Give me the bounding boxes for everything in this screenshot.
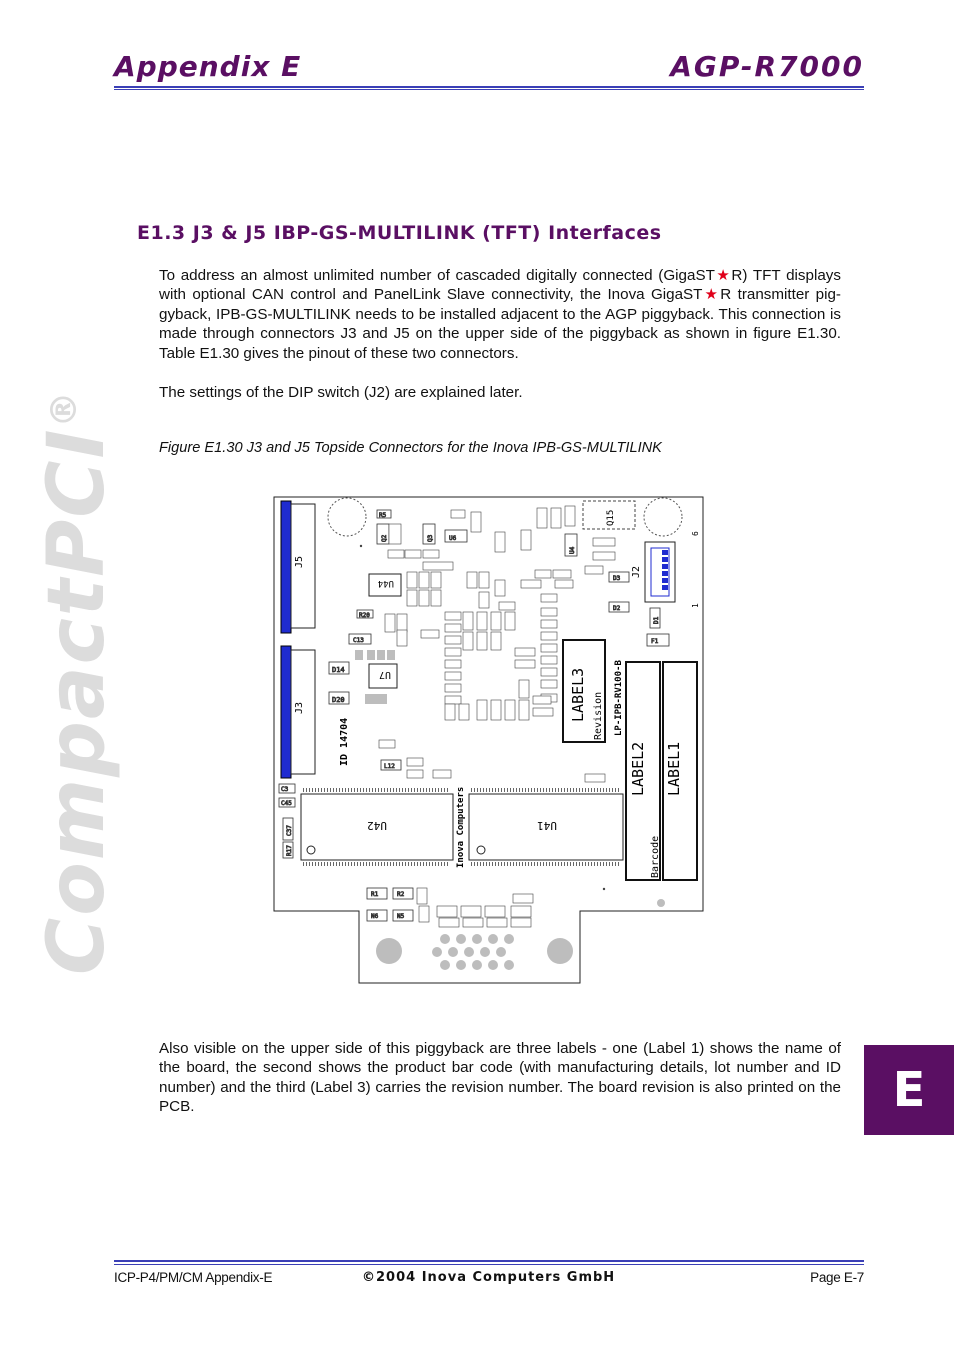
header-product-title: AGP-R7000: [670, 50, 864, 83]
footer-copyright: ©2004 Inova Computers GmbH: [362, 1270, 616, 1285]
l12-label: L12: [384, 763, 395, 770]
header-rule-thin: [114, 89, 864, 90]
pcb-diagram: J5 J3 Q15 J2 6 1 R5 Q2 Q3 U6 U4 D3 D2 D1…: [273, 496, 704, 984]
j5-connector: [280, 500, 292, 634]
label3-text: LABEL3: [569, 668, 587, 722]
q3-label: Q3: [427, 534, 434, 542]
d20-label: D20: [332, 696, 345, 704]
u6-label: U6: [449, 535, 457, 542]
watermark-text: CompactPCI: [32, 427, 122, 975]
footer-rule: [114, 1260, 864, 1262]
label2-text: LABEL2: [629, 742, 647, 796]
c37-label: C37: [286, 825, 293, 836]
c3-label: C3: [281, 786, 289, 793]
watermark-registered-mark: ®: [44, 389, 85, 428]
u4-label: U4: [569, 546, 576, 554]
revision-text: Revision: [593, 692, 604, 740]
n6-label: N6: [371, 913, 379, 920]
u7-label: U7: [379, 669, 391, 680]
label2-box: [625, 661, 661, 881]
dip-pin1-label: 1: [691, 603, 700, 608]
dip-pin6-label: 6: [691, 531, 700, 536]
q15-label: Q15: [606, 510, 616, 526]
u41-chip: [468, 793, 624, 861]
compactpci-watermark: CompactPCI®: [32, 389, 122, 975]
footer-rule-thin: [114, 1264, 864, 1265]
j3-label: J3: [294, 702, 305, 714]
d3-label: D3: [613, 575, 621, 582]
footer-doc-id: ICP-P4/PM/CM Appendix-E: [114, 1270, 273, 1285]
appendix-side-tab: E: [864, 1045, 954, 1135]
u42-chip: [300, 793, 454, 861]
board-id-label: ID 14704: [339, 718, 350, 766]
dip-switch-note: The settings of the DIP switch (J2) are …: [159, 384, 523, 401]
u44-label: U44: [378, 578, 394, 588]
label1-box: [662, 661, 698, 881]
barcode-text: Barcode: [650, 836, 661, 878]
intro-text-a: To address an almost unlimited number of…: [159, 267, 715, 284]
footer-page-number: Page E-7: [810, 1270, 864, 1285]
j5-label: J5: [294, 556, 305, 568]
inova-pcb-text: Inova Computers: [456, 787, 466, 868]
figure-caption: Figure E1.30 J3 and J5 Topside Connector…: [159, 440, 662, 456]
d14-label: D14: [332, 666, 345, 674]
intro-text-c: R transmitter pig-gyback, IPB-GS-MULTILI…: [159, 286, 841, 362]
section-title: E1.3 J3 & J5 IBP-GS-MULTILINK (TFT) Inte…: [137, 222, 662, 244]
gigastar-star-icon: ★: [702, 286, 721, 304]
label1-text: LABEL1: [665, 742, 683, 796]
r17-label: R17: [286, 845, 293, 856]
j3-connector: [280, 645, 292, 779]
d1-label: D1: [653, 616, 660, 624]
q2-label: Q2: [381, 534, 388, 542]
intro-paragraph: To address an almost unlimited number of…: [159, 266, 841, 363]
pcb-revision-text: LP-IPB-RV100-B: [614, 660, 624, 736]
pcb-figure: J5 J3 Q15 J2 6 1 R5 Q2 Q3 U6 U4 D3 D2 D1…: [273, 496, 705, 986]
u42-label: U42: [367, 819, 387, 832]
labels-description-paragraph: Also visible on the upper side of this p…: [159, 1040, 841, 1116]
u41-label: U41: [537, 819, 557, 832]
c45-label: C45: [281, 800, 292, 807]
r2-label: R2: [397, 891, 405, 898]
r5-label: R5: [379, 512, 387, 519]
label3-box: [562, 639, 606, 743]
gigastar-star-icon: ★: [714, 267, 732, 284]
header-rule: [114, 86, 864, 88]
f1-label: F1: [651, 638, 659, 645]
c13-label: C13: [353, 637, 364, 644]
header-appendix-title: Appendix E: [114, 50, 302, 83]
j2-label: J2: [631, 566, 642, 578]
n5-label: N5: [397, 913, 405, 920]
d2-label: D2: [613, 605, 621, 612]
r20-label: R20: [359, 612, 370, 619]
intro-text-b: R) TFT displays with optional CAN contro…: [159, 267, 841, 304]
r1-label: R1: [371, 891, 379, 898]
